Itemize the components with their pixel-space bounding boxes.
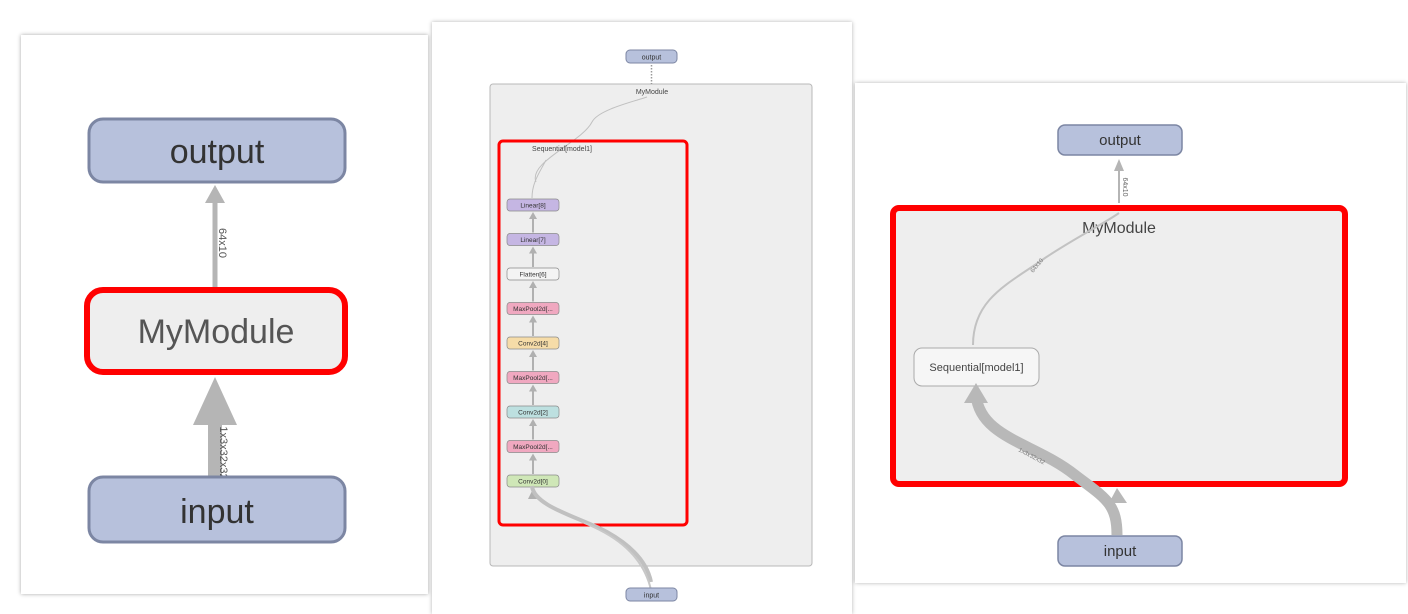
layer-node-label: MaxPool2d[...: [513, 375, 553, 382]
panel-overview-zoomed: 64x10 1x3x32x32 output MyModule input: [21, 35, 428, 594]
layer-stack: Linear[8] Linear[7] Flatten[6] MaxPool2d[..…: [506, 198, 560, 499]
output-node[interactable]: [87, 117, 347, 184]
panel-expanded-layers: MyModule output Sequential[model1] Linea…: [432, 22, 852, 614]
edge-top-label: 64x10: [1121, 177, 1128, 196]
edge-arrowhead: [1114, 159, 1124, 171]
edge-layer-to-sequential: [531, 159, 547, 199]
input-node-label: input: [180, 493, 254, 531]
layer-node-label: Conv2d[4]: [518, 341, 548, 348]
mymodule-container: [890, 205, 1348, 487]
output-node-label: output: [642, 55, 662, 62]
layer-node[interactable]: [506, 233, 560, 246]
layer-node-label: Conv2d[2]: [518, 410, 548, 417]
layer-connector-arrowhead: [529, 419, 537, 426]
edge-input-branch: [581, 521, 652, 591]
output-node-label: output: [1099, 132, 1142, 149]
layer-connector-arrowhead: [529, 350, 537, 357]
layer-node-label: Conv2d[0]: [518, 479, 548, 486]
input-node[interactable]: [1057, 535, 1183, 567]
layer-node-label: Linear[8]: [520, 203, 545, 210]
sequential-label: Sequential[model1]: [532, 146, 592, 153]
layer-connector-arrowhead: [529, 315, 537, 323]
output-node[interactable]: [1057, 124, 1183, 156]
output-node-label: output: [170, 133, 265, 171]
panel1-graph: 64x10 1x3x32x32 output MyModule input: [84, 117, 348, 544]
layer-node-label: Linear[7]: [520, 237, 545, 244]
input-node-label: input: [1104, 543, 1137, 560]
mymodule-node[interactable]: [84, 287, 348, 375]
layer-node-label: MaxPool2d[...: [513, 306, 553, 313]
sequential-node-label: Sequential[model1]: [929, 362, 1023, 374]
layer-connector-arrowhead: [529, 212, 537, 219]
input-node[interactable]: [625, 587, 678, 602]
layer-node[interactable]: [506, 302, 560, 315]
panel3-graph: MyModule output 64x10 64x10 Sequential[m…: [890, 124, 1348, 567]
output-node[interactable]: [625, 49, 678, 64]
layer-connector-arrowhead: [529, 384, 537, 392]
edge-arrowhead: [205, 185, 225, 203]
layer-node[interactable]: [506, 267, 560, 281]
layer-node[interactable]: [506, 405, 560, 419]
layer-node[interactable]: [506, 371, 560, 384]
input-node-label: input: [644, 593, 659, 600]
edge-bottom-label: 1x3x32x32: [217, 426, 229, 479]
panel-collapsed-sequential: MyModule output 64x10 64x10 Sequential[m…: [855, 83, 1406, 583]
panel2-graph: MyModule output Sequential[model1] Linea…: [489, 49, 813, 602]
edge-top-label: 64x10: [216, 228, 228, 258]
layer-node[interactable]: [506, 198, 560, 212]
layer-node-label: MaxPool2d[...: [513, 444, 553, 451]
edge-sequential-to-module: [972, 212, 1120, 346]
mymodule-node-label: MyModule: [138, 313, 295, 351]
edge-arrowhead: [964, 383, 988, 403]
layer-node[interactable]: [506, 440, 560, 453]
layer-connector-arrowhead: [529, 281, 537, 288]
edge-arrowhead: [193, 377, 237, 425]
edge-arrowhead-right: [1109, 488, 1127, 503]
edge-input-to-sequential: [970, 394, 1123, 536]
input-node[interactable]: [87, 475, 347, 544]
layer-connector-arrowhead: [529, 453, 537, 461]
mymodule-container: [489, 83, 813, 567]
layer-node-label: Flatten[6]: [519, 272, 546, 279]
edge-sequential-to-module: [534, 96, 648, 183]
edge-input-to-first-layer: [530, 485, 653, 583]
layer-connector-arrowhead: [529, 246, 537, 254]
layer-node[interactable]: [506, 336, 560, 350]
mymodule-container-label: MyModule: [636, 89, 668, 96]
